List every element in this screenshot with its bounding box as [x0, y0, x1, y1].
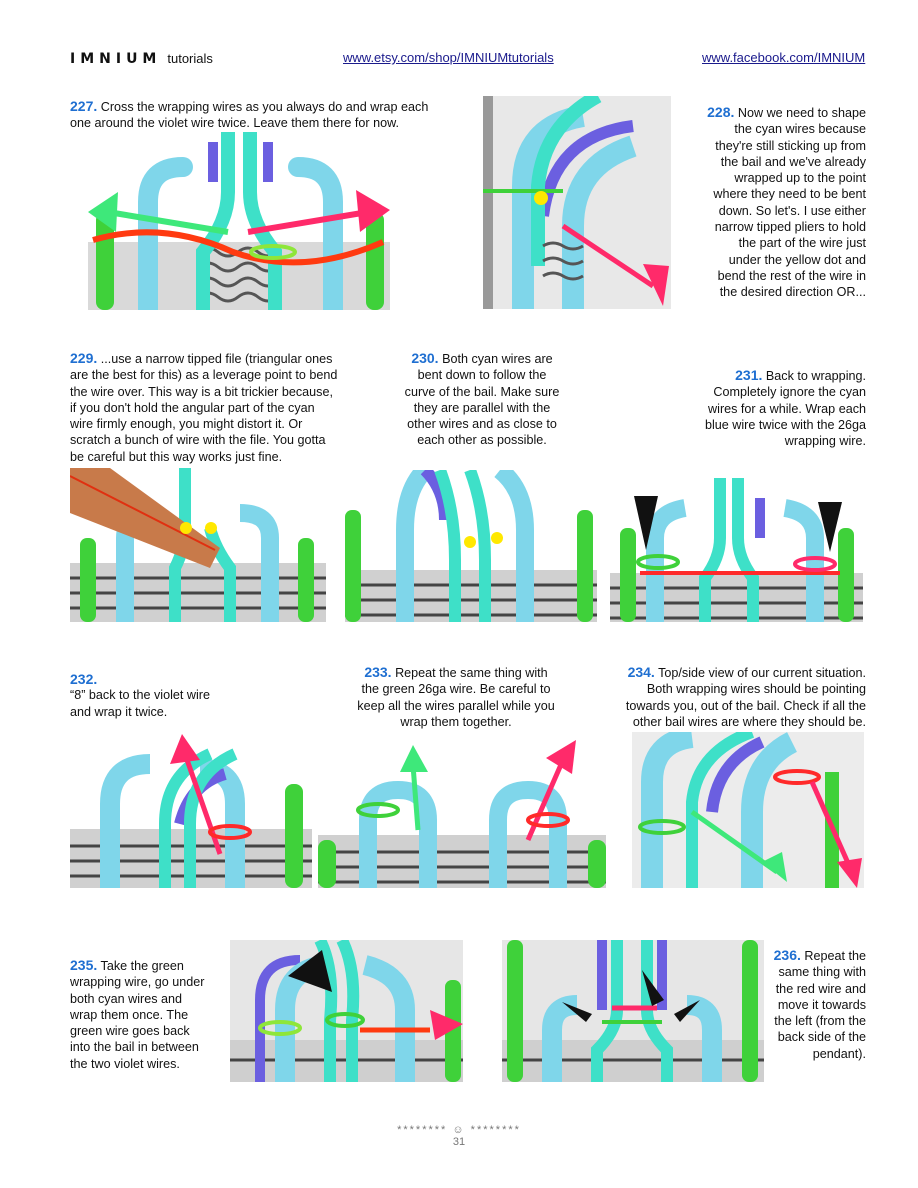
step-235-photo	[230, 940, 463, 1082]
step-body: Repeat the same thing with the green 26g…	[357, 666, 555, 729]
step-234-text: 234. Top/side view of our current situat…	[620, 664, 866, 730]
step-number: 234.	[627, 664, 655, 680]
brand-suffix: tutorials	[167, 51, 213, 66]
brand-name: IMNIUM	[70, 51, 162, 67]
step-236-text: 236. Repeat the same thing with the red …	[768, 947, 866, 1062]
step-231-photo	[610, 478, 863, 622]
step-232-text: 232.“8” back to the violet wire and wrap…	[70, 671, 210, 720]
step-body: “8” back to the violet wire and wrap it …	[70, 688, 210, 719]
step-body: Cross the wrapping wires as you always d…	[70, 100, 429, 131]
footer-ornament: ******** ☺ ********	[397, 1124, 521, 1136]
step-228-text: 228. Now we need to shape the cyan wires…	[706, 104, 866, 301]
step-body: Top/side view of our current situation. …	[625, 666, 866, 729]
step-number: 230.	[411, 350, 439, 366]
step-229-text: 229. ...use a narrow tipped file (triang…	[70, 350, 338, 465]
brand: IMNIUM tutorials	[70, 50, 213, 67]
step-number: 228.	[707, 104, 735, 120]
step-number: 232.	[70, 671, 98, 687]
step-body: ...use a narrow tipped file (triangular …	[70, 352, 338, 464]
step-236-photo	[502, 940, 764, 1082]
step-229-photo	[70, 468, 326, 622]
step-233-text: 233. Repeat the same thing with the gree…	[355, 664, 557, 730]
page-number: 31	[452, 1136, 466, 1148]
step-228-photo	[483, 96, 671, 309]
step-230-text: 230. Both cyan wires are bent down to fo…	[402, 350, 562, 449]
step-number: 236.	[773, 947, 801, 963]
step-number: 233.	[364, 664, 392, 680]
step-body: Both cyan wires are bent down to follow …	[404, 352, 560, 448]
step-body: Now we need to shape the cyan wires beca…	[713, 106, 866, 300]
step-227-photo	[88, 132, 390, 310]
step-body: Back to wrapping. Completely ignore the …	[704, 369, 866, 449]
etsy-link[interactable]: www.etsy.com/shop/IMNIUMtutorials	[343, 50, 554, 65]
step-233-photo	[318, 740, 606, 888]
step-body: Repeat the same thing with the red wire …	[774, 949, 866, 1061]
page-footer: ******** ☺ ******** 31	[0, 1124, 918, 1148]
facebook-link[interactable]: www.facebook.com/IMNIUM	[702, 50, 866, 65]
step-body: Take the green wrapping wire, go under b…	[70, 959, 205, 1071]
step-231-text: 231. Back to wrapping. Completely ignore…	[700, 367, 866, 449]
step-number: 231.	[735, 367, 763, 383]
step-number: 227.	[70, 98, 98, 114]
step-234-photo	[632, 732, 864, 888]
step-number: 235.	[70, 957, 98, 973]
step-230-photo	[345, 470, 597, 622]
step-number: 229.	[70, 350, 98, 366]
step-227-text: 227. Cross the wrapping wires as you alw…	[70, 98, 430, 132]
step-232-photo	[70, 734, 312, 888]
step-235-text: 235. Take the green wrapping wire, go un…	[70, 957, 212, 1072]
